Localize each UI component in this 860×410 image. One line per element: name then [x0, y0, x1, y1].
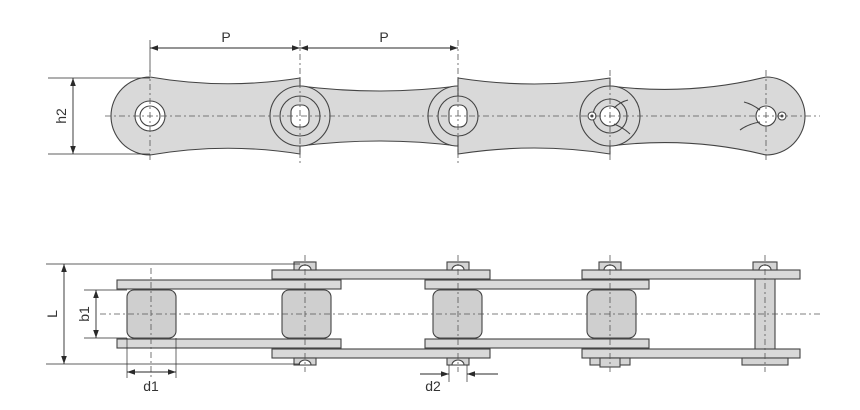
plate-height-dimension: h2 — [48, 77, 150, 155]
overall-width-dimension: L — [44, 263, 300, 365]
top-outer-plates — [271, 269, 801, 359]
side-center-lines — [105, 40, 820, 163]
pitch-label-2: P — [379, 29, 388, 45]
plate-height-label: h2 — [53, 108, 69, 124]
pin-diameter-label: d2 — [425, 378, 441, 394]
top-center-lines — [100, 255, 820, 380]
pin-diameter-dimension: d2 — [420, 365, 498, 394]
top-inner-plates — [116, 279, 650, 349]
roller-diameter-label: d1 — [143, 378, 159, 394]
inner-width-label: b1 — [76, 306, 92, 322]
overall-width-label: L — [44, 310, 60, 318]
pitch-label-1: P — [221, 29, 230, 45]
roller-diameter-dimension: d1 — [126, 338, 177, 394]
inner-width-dimension: b1 — [76, 289, 127, 339]
side-view: P P h2 — [48, 29, 820, 163]
top-view: L b1 d1 d2 — [44, 255, 820, 394]
pitch-dimension: P P — [149, 29, 458, 72]
